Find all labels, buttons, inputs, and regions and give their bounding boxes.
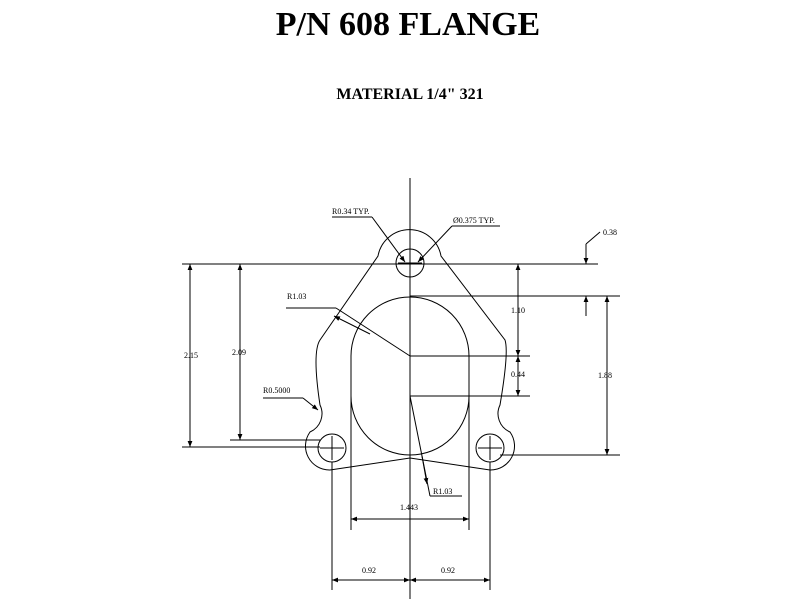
label-overall-height: 2.15: [184, 351, 198, 360]
leader-lower-radius: [409, 395, 431, 497]
label-center-gap: 0.44: [511, 370, 525, 379]
label-inner-height: 2.09: [232, 348, 246, 357]
label-fillet-radius: R0.5000: [263, 386, 290, 395]
label-right-height: 1.88: [598, 371, 612, 380]
label-left-spacing: 0.92: [362, 566, 376, 575]
material-spec: MATERIAL 1/4" 321: [336, 86, 484, 103]
label-upper-span: 1.10: [511, 306, 525, 315]
label-port-width: 1.443: [400, 503, 418, 512]
flange-outline: [304, 229, 516, 471]
label-right-spacing: 0.92: [441, 566, 455, 575]
label-small-radius: R0.34 TYP.: [332, 207, 369, 216]
drawing-title: P/N 608 FLANGE: [275, 6, 541, 43]
label-lower-radius: R1.03: [433, 487, 452, 496]
label-hole-dia: Ø0.375 TYP.: [453, 216, 495, 225]
bolt-hole-top: [395, 248, 425, 278]
label-top-offset: 0.38: [603, 228, 617, 237]
label-outer-radius: R1.03: [287, 292, 306, 301]
